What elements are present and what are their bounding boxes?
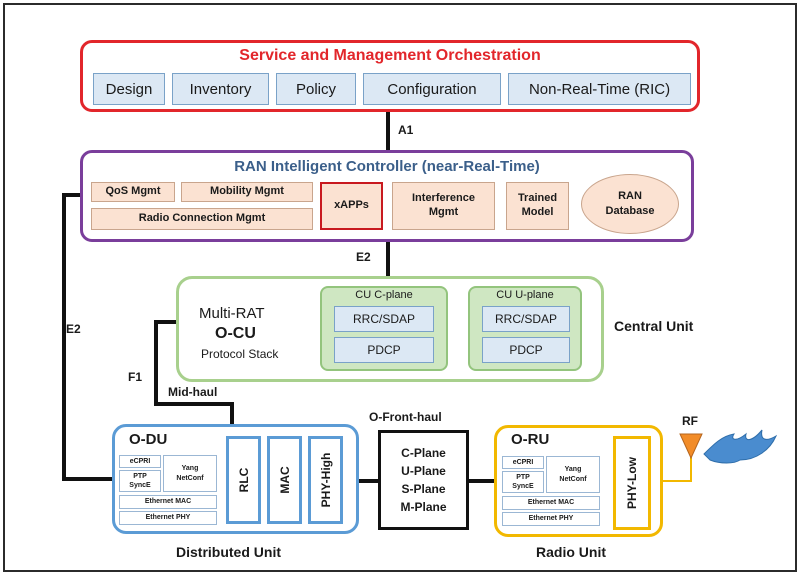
ru-title: O-RU [511, 431, 550, 448]
du-mac: MAC [267, 436, 302, 524]
rf-link [663, 480, 692, 482]
ric-panel: RAN Intelligent Controller (near-Real-Ti… [80, 150, 694, 242]
du-mac-label: MAC [277, 466, 292, 494]
du-panel: O-DU eCPRI PTP SyncE Yang NetConf Ethern… [112, 424, 359, 534]
cu-u-plane-title: CU U-plane [496, 289, 554, 301]
ric-radio-connection-mgmt: Radio Connection Mgmt [91, 208, 313, 230]
fronthaul-u-plane: U-Plane [401, 464, 446, 478]
ric-xapps: xAPPs [320, 182, 383, 230]
fronthaul-m-plane: M-Plane [400, 500, 447, 514]
ru-caption: Radio Unit [536, 544, 606, 560]
rf-label: RF [682, 414, 698, 428]
ric-qos-mgmt: QoS Mgmt [91, 182, 175, 202]
ru-panel: O-RU eCPRI PTP SyncE Yang NetConf Ethern… [494, 425, 663, 537]
fronthaul-planes-box: C-Plane U-Plane S-Plane M-Plane [378, 430, 469, 530]
cu-c-plane-pdcp: PDCP [334, 337, 434, 363]
e2-du-link-vertical [62, 193, 66, 481]
ric-title: RAN Intelligent Controller (near-Real-Ti… [234, 158, 540, 175]
du-ethernet-phy: Ethernet PHY [119, 511, 217, 525]
du-ptp-synce: PTP SyncE [119, 470, 161, 492]
smo-item-policy: Policy [276, 73, 356, 105]
cu-caption: Central Unit [614, 318, 694, 334]
ru-phy-low: PHY-Low [613, 436, 651, 530]
cu-u-plane-pdcp: PDCP [482, 337, 570, 363]
smo-item-inventory: Inventory [172, 73, 269, 105]
rf-link-vertical [690, 456, 692, 482]
fronthaul-s-plane: S-Plane [401, 482, 446, 496]
f1-link-down [230, 402, 234, 426]
e2-left-label: E2 [66, 322, 81, 336]
ru-ecpri: eCPRI [502, 456, 544, 469]
e2-cu-link [386, 242, 390, 276]
smo-item-design: Design [93, 73, 165, 105]
ric-interference-mgmt: Interference Mgmt [392, 182, 495, 230]
smo-title: Service and Management Orchestration [239, 47, 541, 64]
f1-link-bottom [154, 402, 234, 406]
e2-du-link-top [62, 193, 82, 197]
ru-ethernet-mac: Ethernet MAC [502, 496, 600, 510]
fronthaul-ru-link [467, 479, 496, 483]
du-rlc: RLC [226, 436, 261, 524]
ru-yang-netconf: Yang NetConf [546, 456, 600, 493]
fronthaul-c-plane: C-Plane [401, 446, 446, 460]
du-title: O-DU [129, 431, 168, 448]
f1-link-top [154, 320, 178, 324]
radio-signal-icon [703, 429, 778, 464]
f1-label: F1 [128, 370, 143, 384]
cu-protocol-stack: Protocol Stack [201, 347, 279, 361]
cu-c-plane: CU C-plane RRC/SDAP PDCP [320, 286, 448, 371]
a1-label: A1 [398, 123, 414, 137]
midhaul-label: Mid-haul [168, 385, 218, 399]
cu-c-plane-title: CU C-plane [355, 289, 413, 301]
ru-ethernet-phy: Ethernet PHY [502, 512, 600, 526]
cu-panel: Multi-RAT O-CU Protocol Stack CU C-plane… [176, 276, 604, 382]
ric-ran-database: RAN Database [581, 174, 679, 234]
smo-item-configuration: Configuration [363, 73, 501, 105]
du-caption: Distributed Unit [176, 544, 281, 560]
du-rlc-label: RLC [236, 467, 251, 493]
cu-c-plane-rrc-sdap: RRC/SDAP [334, 306, 434, 332]
antenna-icon [679, 433, 703, 460]
e2-du-link-bottom [62, 477, 114, 481]
ru-phy-low-label: PHY-Low [625, 456, 639, 510]
f1-link-vertical [154, 320, 158, 406]
cu-multirat: Multi-RAT [199, 305, 265, 322]
smo-panel: Service and Management Orchestration Des… [80, 40, 700, 112]
fronthaul-label: O-Front-haul [369, 410, 442, 424]
ric-mobility-mgmt: Mobility Mgmt [181, 182, 313, 202]
fronthaul-du-link [359, 479, 380, 483]
du-yang-netconf: Yang NetConf [163, 455, 217, 492]
a1-link [386, 112, 390, 150]
e2-top-label: E2 [356, 250, 371, 264]
diagram-frame [3, 3, 797, 572]
du-ecpri: eCPRI [119, 455, 161, 468]
ru-ptp-synce: PTP SyncE [502, 471, 544, 493]
du-phy-high-label: PHY-High [318, 452, 333, 508]
smo-item-non-real-time-ric: Non-Real-Time (RIC) [508, 73, 691, 105]
cu-ocu: O-CU [215, 325, 256, 342]
cu-u-plane: CU U-plane RRC/SDAP PDCP [468, 286, 582, 371]
du-ethernet-mac: Ethernet MAC [119, 495, 217, 509]
cu-u-plane-rrc-sdap: RRC/SDAP [482, 306, 570, 332]
du-phy-high: PHY-High [308, 436, 343, 524]
ric-trained-model: Trained Model [506, 182, 569, 230]
